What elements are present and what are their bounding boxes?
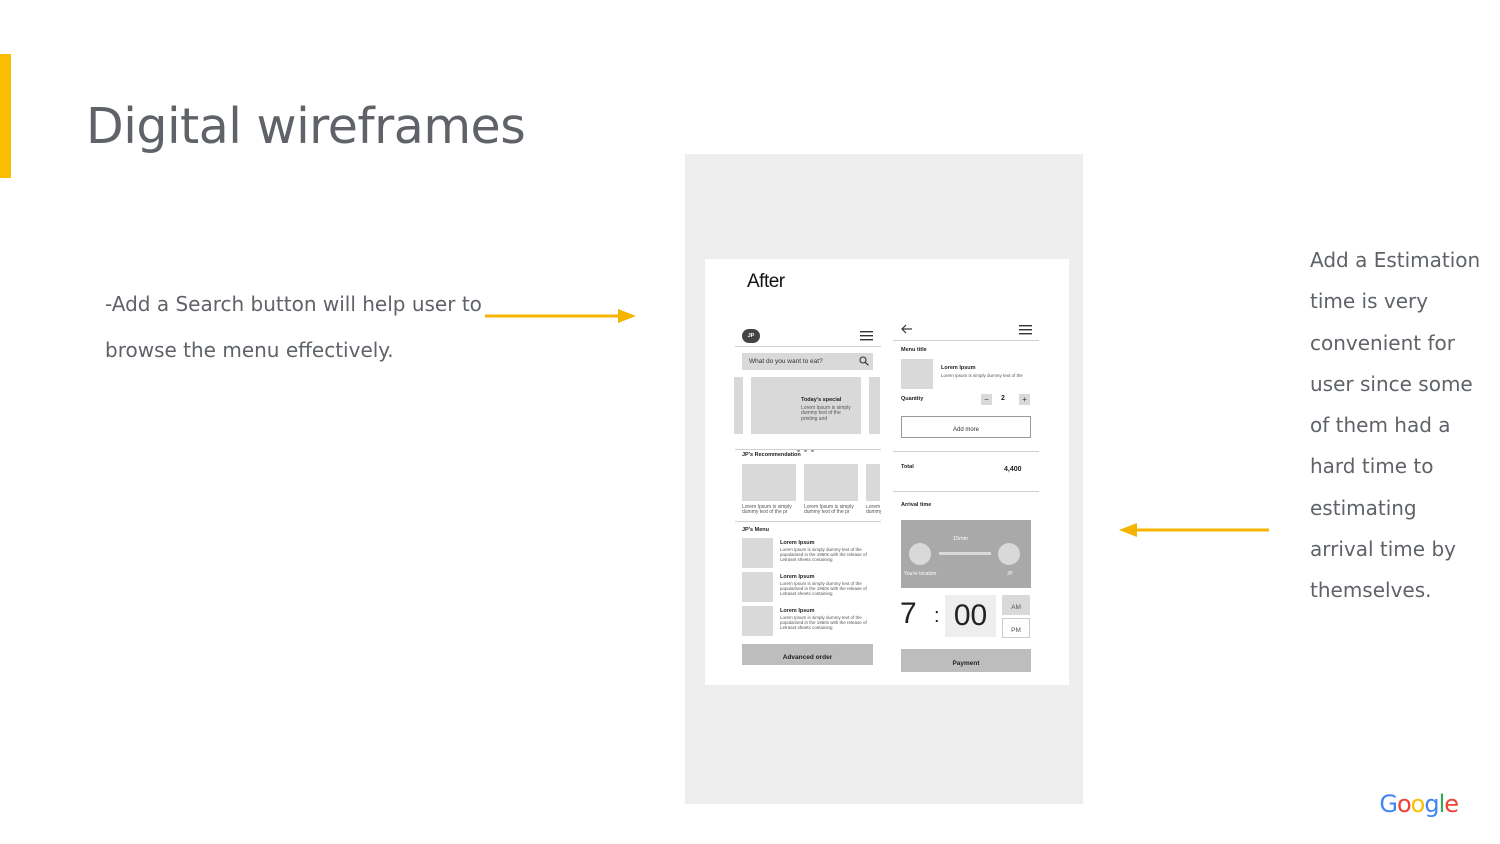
order-item-title: Lorem Ipsum [941, 365, 976, 371]
slide-title: Digital wireframes [86, 98, 526, 155]
recommendation-caption: Lorem dummy [866, 505, 881, 516]
recommendation-divider [735, 521, 881, 522]
order-item-thumbnail [901, 359, 933, 389]
route-duration: 15min [953, 536, 968, 542]
menu-item-title: Lorem Ipsum [780, 540, 815, 546]
back-arrow-icon[interactable] [901, 324, 913, 334]
total-label: Total [901, 464, 914, 470]
destination-label: JP [1007, 571, 1013, 577]
special-description: Lorem Ipsum is simply dummy text of the … [801, 405, 851, 422]
search-input[interactable]: What do you want to eat? [749, 358, 823, 365]
menu-item-description: Lorem Ipsum is simply dummy text of the … [780, 615, 867, 630]
menu-item-title: Lorem Ipsum [780, 574, 815, 580]
quantity-value: 2 [1001, 395, 1005, 402]
advanced-order-label: Advanced order [782, 654, 833, 661]
carousel-dots [797, 439, 814, 457]
quantity-label: Quantity [901, 396, 924, 402]
recommendation-heading: JP's Recommendation [742, 452, 801, 458]
carousel-prev-slide[interactable] [734, 377, 743, 434]
hamburger-menu-icon[interactable] [1019, 325, 1032, 335]
quantity-plus-button[interactable]: + [1019, 394, 1030, 405]
carousel-next-slide[interactable] [869, 377, 880, 434]
payment-button[interactable]: Payment [901, 649, 1031, 672]
advanced-order-button[interactable]: Advanced order [742, 644, 873, 665]
pm-label: PM [1011, 627, 1021, 634]
plus-icon: + [1022, 395, 1027, 404]
route-map: 15min You're location JP [901, 520, 1031, 588]
wireframe-card: After JP What do you want to eat? Today'… [705, 259, 1069, 685]
recommendation-card[interactable] [804, 464, 858, 501]
hour-picker[interactable]: 7 [900, 597, 917, 630]
menu-item-thumbnail [742, 538, 773, 568]
list-item[interactable]: Lorem Ipsum Lorem Ipsum is simply dummy … [742, 572, 874, 602]
menu-item-description: Lorem Ipsum is simply dummy text of the … [780, 547, 867, 562]
minus-icon: − [984, 395, 989, 404]
am-label: AM [1011, 604, 1021, 611]
left-annotation: -Add a Search button will help user to b… [105, 292, 482, 362]
total-value: 4,400 [1004, 466, 1022, 473]
am-toggle[interactable]: AM [1002, 595, 1030, 615]
carousel-divider [735, 449, 881, 450]
special-title: Today's special [801, 397, 842, 403]
add-more-label: Add more [952, 427, 979, 433]
origin-label: You're location [904, 571, 937, 577]
origin-marker [909, 543, 931, 565]
menu-item-thumbnail [742, 606, 773, 636]
order-header-divider [893, 340, 1039, 341]
payment-label: Payment [952, 660, 980, 667]
hamburger-menu-icon[interactable] [860, 331, 873, 341]
avatar-initials: JP [747, 333, 755, 339]
recommendation-caption: Lorem Ipsum is simply dummy text of the … [742, 504, 792, 516]
right-arrow-icon [485, 309, 636, 323]
carousel-special-card[interactable]: Today's special Lorem Ipsum is simply du… [751, 377, 861, 434]
list-item[interactable]: Lorem Ipsum Lorem Ipsum is simply dummy … [742, 606, 874, 636]
home-header-divider [735, 346, 881, 347]
order-divider [893, 451, 1039, 452]
menu-title-label: Menu title [901, 347, 927, 353]
left-arrow-icon [1119, 523, 1269, 537]
google-logo: Google [1379, 790, 1459, 818]
minute-value: 00 [953, 599, 988, 632]
wireframe-heading: After [747, 271, 785, 292]
route-line [939, 552, 991, 555]
menu-item-thumbnail [742, 572, 773, 602]
arrival-time-label: Arrival time [901, 502, 932, 508]
add-more-button[interactable]: Add more [901, 416, 1031, 438]
pm-toggle[interactable]: PM [1002, 618, 1030, 638]
recommendation-card[interactable] [742, 464, 796, 501]
list-item[interactable]: Lorem Ipsum Lorem Ipsum is simply dummy … [742, 538, 874, 568]
menu-item-title: Lorem Ipsum [780, 608, 815, 614]
time-colon: : [934, 605, 940, 627]
search-bar[interactable]: What do you want to eat? [742, 353, 873, 370]
quantity-minus-button[interactable]: − [981, 394, 992, 405]
destination-marker [998, 543, 1020, 565]
order-item-description: Lorem Ipsum is simply dummy text of the [941, 373, 1023, 378]
total-divider [893, 491, 1039, 492]
search-icon[interactable] [859, 356, 869, 366]
accent-bar [0, 54, 11, 178]
menu-item-description: Lorem Ipsum is simply dummy text of the … [780, 581, 867, 596]
minute-picker[interactable]: 00 [945, 595, 996, 637]
right-annotation: Add a Estimation time is very convenient… [1310, 248, 1481, 603]
recommendation-caption: Lorem Ipsum is simply dummy text of the … [804, 504, 854, 516]
menu-heading: JP's Menu [742, 527, 769, 533]
recommendation-card[interactable] [866, 464, 880, 501]
avatar: JP [742, 329, 760, 343]
